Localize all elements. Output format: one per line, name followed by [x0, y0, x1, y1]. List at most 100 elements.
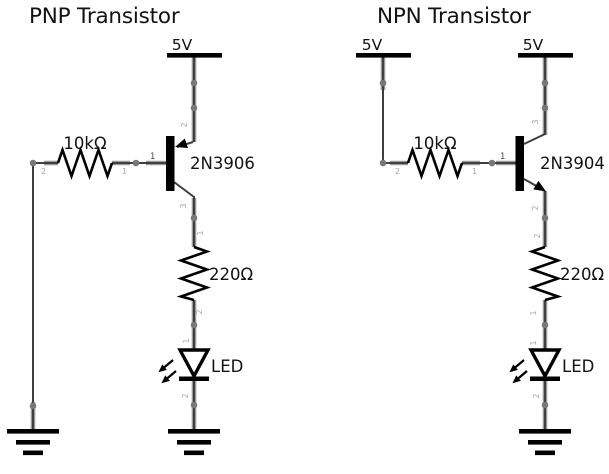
led-light-arrow-icon — [509, 359, 525, 373]
supply-label: 5V — [523, 36, 544, 54]
junction-dot — [190, 104, 198, 112]
npn-resistor-10k: 10kΩ — [406, 134, 464, 180]
junction-dot — [190, 401, 198, 409]
junction-dot — [488, 159, 496, 167]
led-cathode-bar — [530, 376, 560, 381]
npn-transistor-2n3904: 2N3904 — [515, 136, 605, 192]
ground-bar — [535, 450, 555, 456]
pin-label-base: 1 — [150, 152, 155, 162]
pnp-power-rail-5v: 5V — [167, 36, 222, 58]
pnp-pin-labels: 2 3 1 2 1 2 2 1 1 — [41, 122, 205, 398]
junction-dot — [29, 402, 37, 410]
led-label: LED — [562, 357, 594, 376]
npn-circuit: NPN Transistor 5V — [356, 4, 605, 456]
pin-label: 1 — [122, 167, 127, 176]
resistor-zigzag — [406, 146, 464, 180]
resistor-value: 220Ω — [560, 265, 604, 284]
npn-pin-segments — [380, 55, 548, 430]
transistor-base-bar — [515, 136, 524, 191]
pnp-ground-input — [7, 429, 59, 456]
pin-label: 2 — [41, 167, 46, 176]
junction-dot — [541, 401, 549, 409]
junction-dot — [379, 159, 387, 167]
npn-pin-labels: 2 1 1 3 2 2 1 1 2 — [395, 119, 542, 398]
npn-power-rail-5v-right: 5V — [518, 36, 573, 58]
ground-bar — [16, 440, 50, 445]
pnp-transistor-2n3906: 2N3906 — [166, 136, 255, 191]
pin-label: 2 — [533, 233, 542, 238]
transistor-base-bar — [166, 136, 175, 191]
pnp-junctions — [29, 79, 198, 410]
led-cathode-bar — [179, 376, 209, 381]
junction-dot — [29, 159, 37, 167]
transistor-part-number: 2N3906 — [190, 154, 255, 173]
pnp-resistor-220: 220Ω — [176, 245, 253, 302]
pin-label: 2 — [180, 122, 189, 127]
pin-label: 1 — [529, 310, 538, 315]
pnp-led: LED — [158, 348, 243, 384]
ground-bar — [168, 429, 220, 434]
pin-label: 2 — [395, 167, 400, 176]
resistor-zigzag — [528, 245, 563, 302]
npn-emitter-arrow-icon — [533, 180, 546, 192]
resistor-value: 10kΩ — [413, 134, 456, 153]
npn-junctions — [379, 79, 549, 409]
power-rail-bar — [167, 53, 222, 58]
junction-dot — [190, 321, 198, 329]
supply-label: 5V — [362, 36, 383, 54]
npn-power-rail-5v-left: 5V — [356, 36, 411, 58]
pnp-title: PNP Transistor — [29, 4, 180, 29]
pin-label: 3 — [531, 119, 540, 124]
resistor-zigzag — [56, 146, 114, 180]
ground-bar — [184, 450, 204, 456]
pin-label: 2 — [532, 393, 541, 398]
pnp-circuit: PNP Transistor 5V — [7, 4, 255, 456]
ground-bar — [7, 429, 59, 434]
pin-label: 3 — [179, 203, 188, 208]
junction-dot — [541, 104, 549, 112]
transistor-part-number: 2N3904 — [540, 154, 605, 173]
pnp-pin-segments — [30, 55, 197, 430]
led-triangle — [528, 348, 562, 380]
supply-label: 5V — [172, 36, 193, 54]
led-label: LED — [211, 357, 243, 376]
pin-label: 2 — [181, 393, 190, 398]
led-light-arrow-icon — [161, 370, 177, 384]
npn-resistor-220: 220Ω — [528, 245, 604, 302]
junction-dot — [190, 79, 198, 87]
junction-dot — [541, 79, 549, 87]
pin-label: 1 — [472, 167, 477, 176]
pin-label: 1 — [196, 230, 205, 235]
npn-title: NPN Transistor — [377, 4, 531, 29]
junction-dot — [541, 321, 549, 329]
led-triangle — [177, 348, 211, 380]
npn-wires — [382, 57, 546, 430]
npn-ground-led — [519, 429, 571, 456]
pin-label: 2 — [531, 205, 540, 210]
pnp-emitter-arrow-icon — [175, 138, 188, 148]
pin-label: 1 — [529, 340, 538, 345]
pin-label: 2 — [195, 309, 204, 314]
junction-dot — [541, 214, 549, 222]
ground-bar — [528, 440, 562, 445]
ground-bar — [519, 429, 571, 434]
wire-collector-diagonal — [523, 133, 546, 145]
power-rail-bar — [518, 53, 573, 58]
led-light-arrow-icon — [158, 359, 174, 373]
npn-led: LED — [509, 348, 594, 384]
power-rail-bar — [356, 53, 411, 58]
resistor-value: 220Ω — [209, 265, 253, 284]
ground-bar — [177, 440, 211, 445]
pnp-ground-led — [168, 429, 220, 456]
junction-dot — [132, 159, 140, 167]
pnp-resistor-10k: 10kΩ — [56, 134, 114, 180]
pin-label-base: 1 — [500, 152, 505, 162]
pin-label: 1 — [182, 338, 191, 343]
led-light-arrow-icon — [512, 370, 528, 384]
resistor-zigzag — [176, 245, 211, 302]
wire-collector-diagonal — [173, 181, 195, 198]
pnp-wires — [32, 57, 195, 430]
resistor-value: 10kΩ — [63, 134, 106, 153]
